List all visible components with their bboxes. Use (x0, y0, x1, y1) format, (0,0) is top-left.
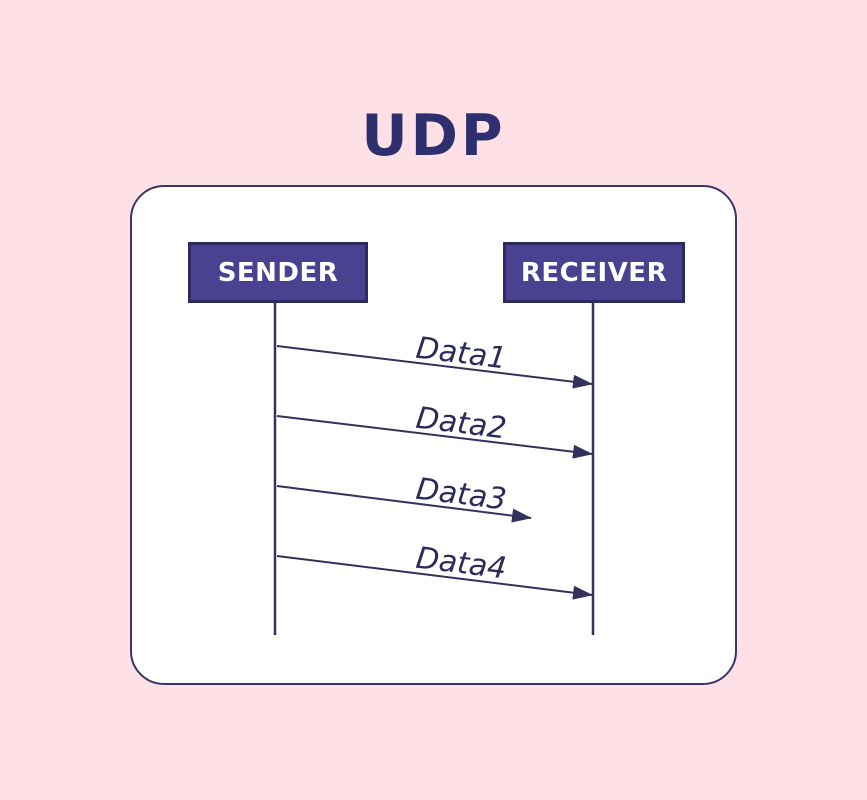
sender-box: SENDER (188, 242, 368, 303)
message-1-arrow (276, 345, 593, 389)
message-3-arrow (276, 485, 532, 523)
message-1-label: Data1 (414, 331, 508, 377)
receiver-label: RECEIVER (520, 257, 668, 288)
receiver-box: RECEIVER (503, 242, 685, 303)
message-2-label: Data2 (414, 401, 508, 447)
sender-label: SENDER (217, 257, 339, 288)
message-1: Data1 (276, 331, 593, 389)
message-4-arrow (276, 555, 593, 600)
message-2-arrow (276, 415, 593, 459)
message-4-label: Data4 (414, 541, 508, 587)
sequence-diagram: Data1 Data2 Data3 Data4 (273, 303, 595, 635)
message-4: Data4 (276, 541, 593, 600)
message-3: Data3 (276, 472, 532, 523)
diagram-title: UDP (361, 103, 506, 169)
message-2: Data2 (276, 401, 593, 459)
message-3-label: Data3 (414, 472, 508, 518)
sequence-diagram-panel: SENDER RECEIVER Data1 Data2 Data3 Data4 (130, 185, 737, 685)
